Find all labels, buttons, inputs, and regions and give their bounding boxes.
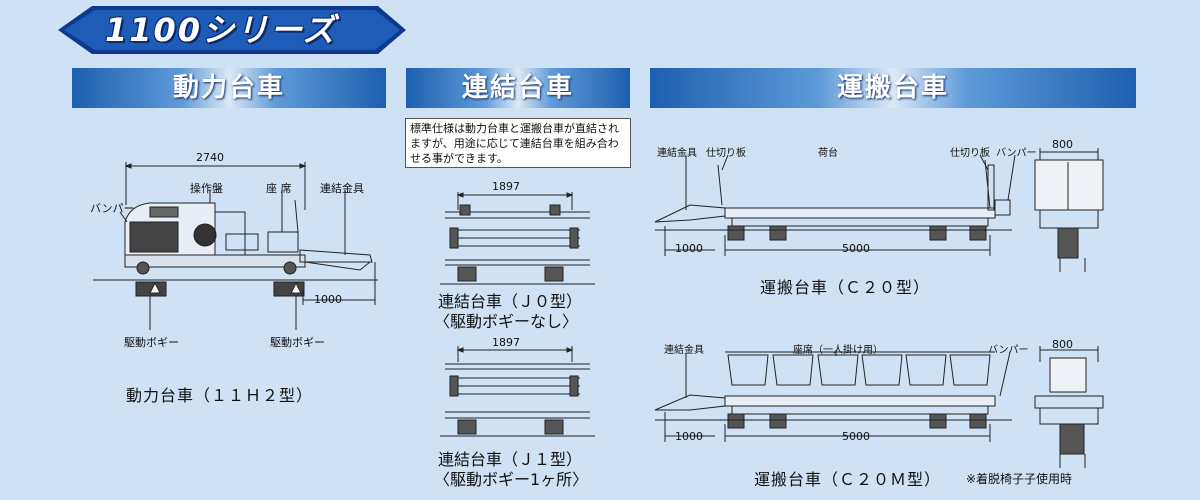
c20-dim-width: 800 xyxy=(1052,138,1073,151)
j1-dim-length: 1897 xyxy=(492,336,520,349)
power-label-bumper: バンパー xyxy=(90,202,135,215)
power-label-seat: 座 席 xyxy=(266,182,292,195)
c20-caption: 運搬台車（Ｃ２０型） xyxy=(760,278,931,297)
power-label-bogie-right: 駆動ボギー xyxy=(270,336,325,349)
coupling-j0-drawing xyxy=(440,192,595,285)
c20m-footnote: ※着脱椅子子使用時 xyxy=(966,472,1073,486)
j1-caption-line2: 〈駆動ボギー1ヶ所〉 xyxy=(434,470,589,489)
c20m-caption: 運搬台車（Ｃ２０Ｍ型） xyxy=(754,470,942,489)
transport-c20m-drawing xyxy=(654,346,1104,468)
c20m-label-bumper: バンパー xyxy=(988,345,1029,356)
c20m-label-seat: 座席（一人掛け用） xyxy=(793,345,883,356)
c20m-label-coupler: 連結金具 xyxy=(664,345,704,356)
power-dim-coupling: 1000 xyxy=(314,293,342,306)
c20-label-coupler: 連結金具 xyxy=(657,148,697,159)
section-header-transport: 運搬台車 xyxy=(650,68,1136,108)
c20m-dim-coupling: 1000 xyxy=(675,430,703,443)
power-label-panel: 操作盤 xyxy=(190,182,223,195)
power-label-coupler: 連結金具 xyxy=(320,182,364,195)
section-header-coupling: 連結台車 xyxy=(406,68,630,108)
c20-label-deck: 荷台 xyxy=(818,148,838,159)
power-label-bogie-left: 駆動ボギー xyxy=(124,336,179,349)
j0-caption-line2: 〈駆動ボギーなし〉 xyxy=(434,312,579,331)
c20-label-partition-left: 仕切り板 xyxy=(706,148,746,159)
j1-caption-line1: 連結台車（Ｊ１型） xyxy=(438,450,583,469)
series-title: 1100シリーズ xyxy=(105,11,337,49)
c20-label-bumper: バンパー xyxy=(996,148,1037,159)
section-header-power: 動力台車 xyxy=(72,68,386,108)
c20m-dim-width: 800 xyxy=(1052,338,1073,351)
coupling-j1-drawing xyxy=(440,346,595,437)
c20-label-partition-right: 仕切り板 xyxy=(950,148,990,159)
power-dim-length: 2740 xyxy=(196,151,224,164)
power-car-drawing xyxy=(93,162,378,330)
transport-c20-drawing xyxy=(654,148,1104,272)
j0-dim-length: 1897 xyxy=(492,180,520,193)
spec-note: 標準仕様は動力台車と運搬台車が直結されますが、用途に応じて連結台車を組み合わせる… xyxy=(405,118,631,168)
c20-dim-coupling: 1000 xyxy=(675,242,703,255)
c20m-dim-length: 5000 xyxy=(842,430,870,443)
power-caption: 動力台車（１１Ｈ２型） xyxy=(126,386,314,405)
c20-dim-length: 5000 xyxy=(842,242,870,255)
j0-caption-line1: 連結台車（Ｊ０型） xyxy=(438,292,583,311)
